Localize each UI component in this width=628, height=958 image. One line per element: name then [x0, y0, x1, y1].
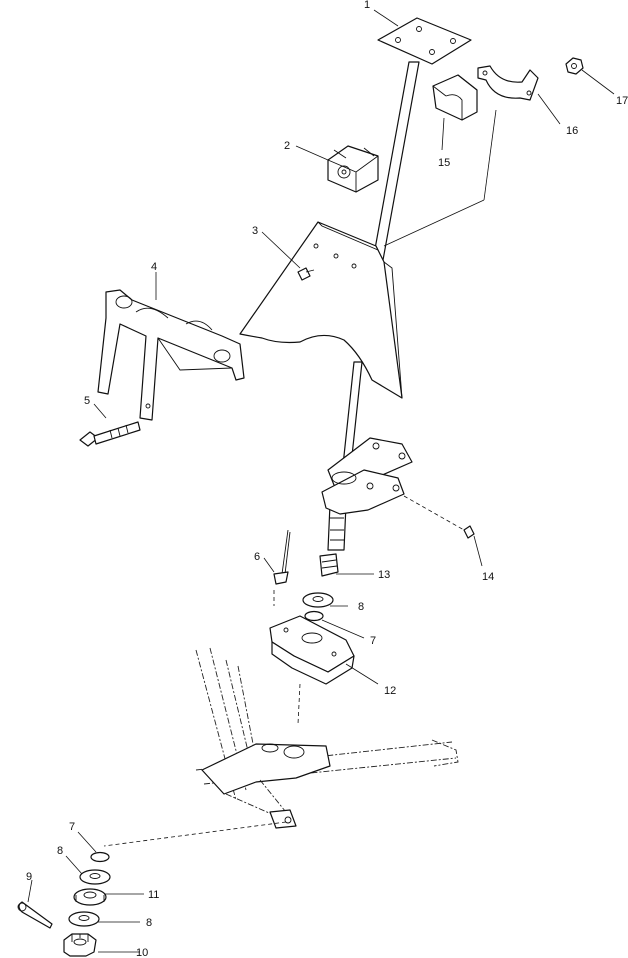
callout-4: 4 — [151, 261, 157, 273]
callout-9: 9 — [26, 871, 32, 883]
callout-7-lower: 7 — [69, 821, 75, 833]
cotter-pin-upper — [273, 529, 291, 606]
callout-2: 2 — [284, 140, 290, 152]
steering-column-upper — [372, 61, 420, 261]
clamp-nut — [565, 57, 584, 75]
column-support-cover — [239, 221, 403, 399]
column-bracket — [97, 289, 245, 421]
castle-nut-upper — [73, 888, 107, 906]
retaining-clip — [403, 495, 475, 539]
callout-5: 5 — [84, 395, 90, 407]
u-clamp — [477, 65, 539, 101]
o-ring-lower — [90, 851, 110, 863]
castle-nut-lower — [63, 933, 97, 957]
lower-bearing-plate — [321, 437, 413, 515]
callout-15: 15 — [438, 157, 450, 169]
bracket-bolt — [79, 421, 141, 447]
o-ring-upper — [304, 610, 324, 622]
cotter-pin-lower — [17, 901, 53, 929]
callout-8-lower-b: 8 — [146, 917, 152, 929]
callout-17: 17 — [616, 95, 628, 107]
column-bushing-half — [432, 74, 478, 121]
callout-14: 14 — [482, 571, 494, 583]
callout-10: 10 — [136, 947, 148, 958]
callout-labels: 1 2 3 4 5 6 7 8 12 13 14 15 16 17 7 8 9 … — [26, 0, 628, 958]
washer-lower-b — [68, 911, 100, 927]
washer-upper — [302, 592, 334, 608]
vehicle-frame — [103, 647, 459, 847]
callout-3: 3 — [252, 225, 258, 237]
callout-11: 11 — [148, 889, 159, 901]
callout-8-upper: 8 — [358, 601, 364, 613]
callout-1: 1 — [364, 0, 370, 11]
column-bushing-block — [327, 145, 379, 193]
callout-16: 16 — [566, 125, 578, 137]
handlebar-mount-plate — [377, 17, 472, 65]
callout-8-lower-a: 8 — [57, 845, 63, 857]
column-end-fitting — [319, 553, 339, 577]
callout-7-upper: 7 — [370, 635, 376, 647]
leader-lines — [27, 9, 615, 953]
steering-bearing-block — [269, 615, 355, 725]
cover-screw — [297, 267, 315, 281]
callout-12: 12 — [384, 685, 396, 697]
callout-13: 13 — [378, 569, 390, 581]
washer-lower-a — [79, 869, 111, 885]
callout-6: 6 — [254, 551, 260, 563]
